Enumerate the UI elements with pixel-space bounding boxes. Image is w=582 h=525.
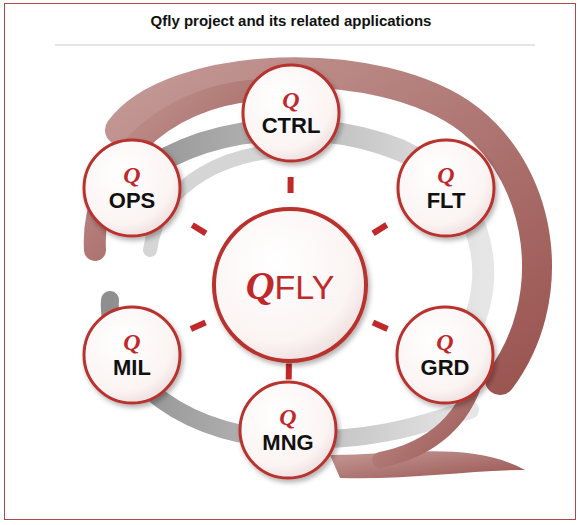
spoke-connector: [373, 225, 387, 233]
q-logo: Q: [436, 329, 453, 355]
application-circle: QMIL: [82, 305, 182, 405]
spoke-connector: [286, 363, 292, 379]
application-circle: QCTRL: [241, 63, 341, 163]
circle-shape: [240, 382, 336, 478]
q-logo: Q: [437, 162, 454, 188]
app-name: OPS: [109, 188, 155, 214]
brown-tail: [330, 451, 525, 478]
application-circle: QOPS: [82, 138, 182, 238]
app-name: FLY: [275, 268, 335, 307]
circle-shape: [397, 307, 493, 403]
q-logo: Q: [123, 162, 140, 188]
spoke-connector: [192, 225, 206, 233]
circle-shape: [84, 307, 180, 403]
circle-shape: [398, 140, 494, 236]
q-logo: Q: [282, 87, 299, 113]
spoke-connector: [191, 322, 206, 328]
spoke-connector: [373, 322, 388, 329]
application-circle: QGRD: [395, 305, 495, 405]
app-name: MNG: [262, 430, 313, 456]
circle-shape: [243, 65, 339, 161]
q-logo: Q: [279, 404, 296, 430]
title-rule: [55, 45, 535, 46]
spoke-connector: [288, 177, 294, 193]
hub-circle: QFLY: [212, 207, 368, 363]
circle-shape: [214, 209, 366, 361]
q-logo: Q: [246, 262, 275, 309]
circle-shape: [84, 140, 180, 236]
application-circle: QFLT: [396, 138, 496, 238]
q-logo: Q: [123, 329, 140, 355]
diagram-title: Qfly project and its related application…: [0, 12, 582, 29]
app-name: MIL: [113, 355, 151, 381]
app-name: GRD: [421, 355, 470, 381]
app-name: FLT: [427, 188, 466, 214]
application-circle: QMNG: [238, 380, 338, 480]
app-name: CTRL: [262, 113, 321, 139]
